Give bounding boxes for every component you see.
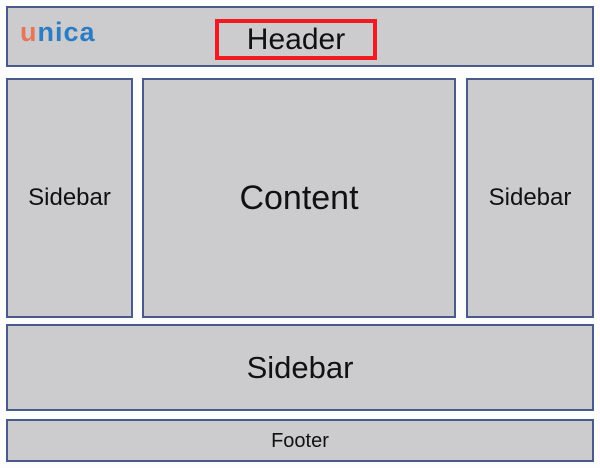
bottom-sidebar-block: Sidebar <box>6 324 594 411</box>
header-bar: unica Header <box>6 6 594 67</box>
content-block: Content <box>142 78 456 318</box>
logo-letters-nica: nica <box>37 17 96 47</box>
header-highlight-box: Header <box>215 19 377 60</box>
header-label: Header <box>246 22 346 56</box>
logo-letter-u: u <box>20 17 38 47</box>
right-sidebar-label: Sidebar <box>488 184 572 211</box>
left-sidebar-block: Sidebar <box>6 78 133 318</box>
brand-logo[interactable]: unica <box>20 19 96 46</box>
right-sidebar-block: Sidebar <box>466 78 594 318</box>
bottom-sidebar-label: Sidebar <box>246 350 354 385</box>
left-sidebar-label: Sidebar <box>28 184 111 211</box>
footer-block: Footer <box>6 419 594 462</box>
content-label: Content <box>239 179 359 217</box>
footer-label: Footer <box>271 429 329 452</box>
